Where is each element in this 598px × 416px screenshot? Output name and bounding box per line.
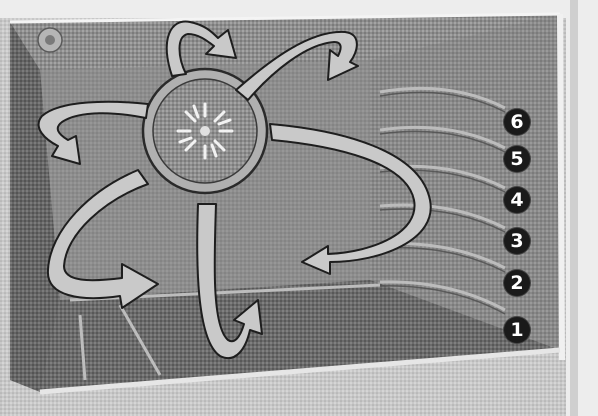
shelf-level-3-badge: 3	[504, 228, 530, 254]
shelf-level-4-badge: 4	[504, 187, 530, 213]
shelf-level-1-badge: 1	[504, 317, 530, 343]
shelf-level-6-badge: 6	[504, 109, 530, 135]
shelf-level-2-badge: 2	[504, 270, 530, 296]
shelf-level-5-badge: 5	[504, 146, 530, 172]
